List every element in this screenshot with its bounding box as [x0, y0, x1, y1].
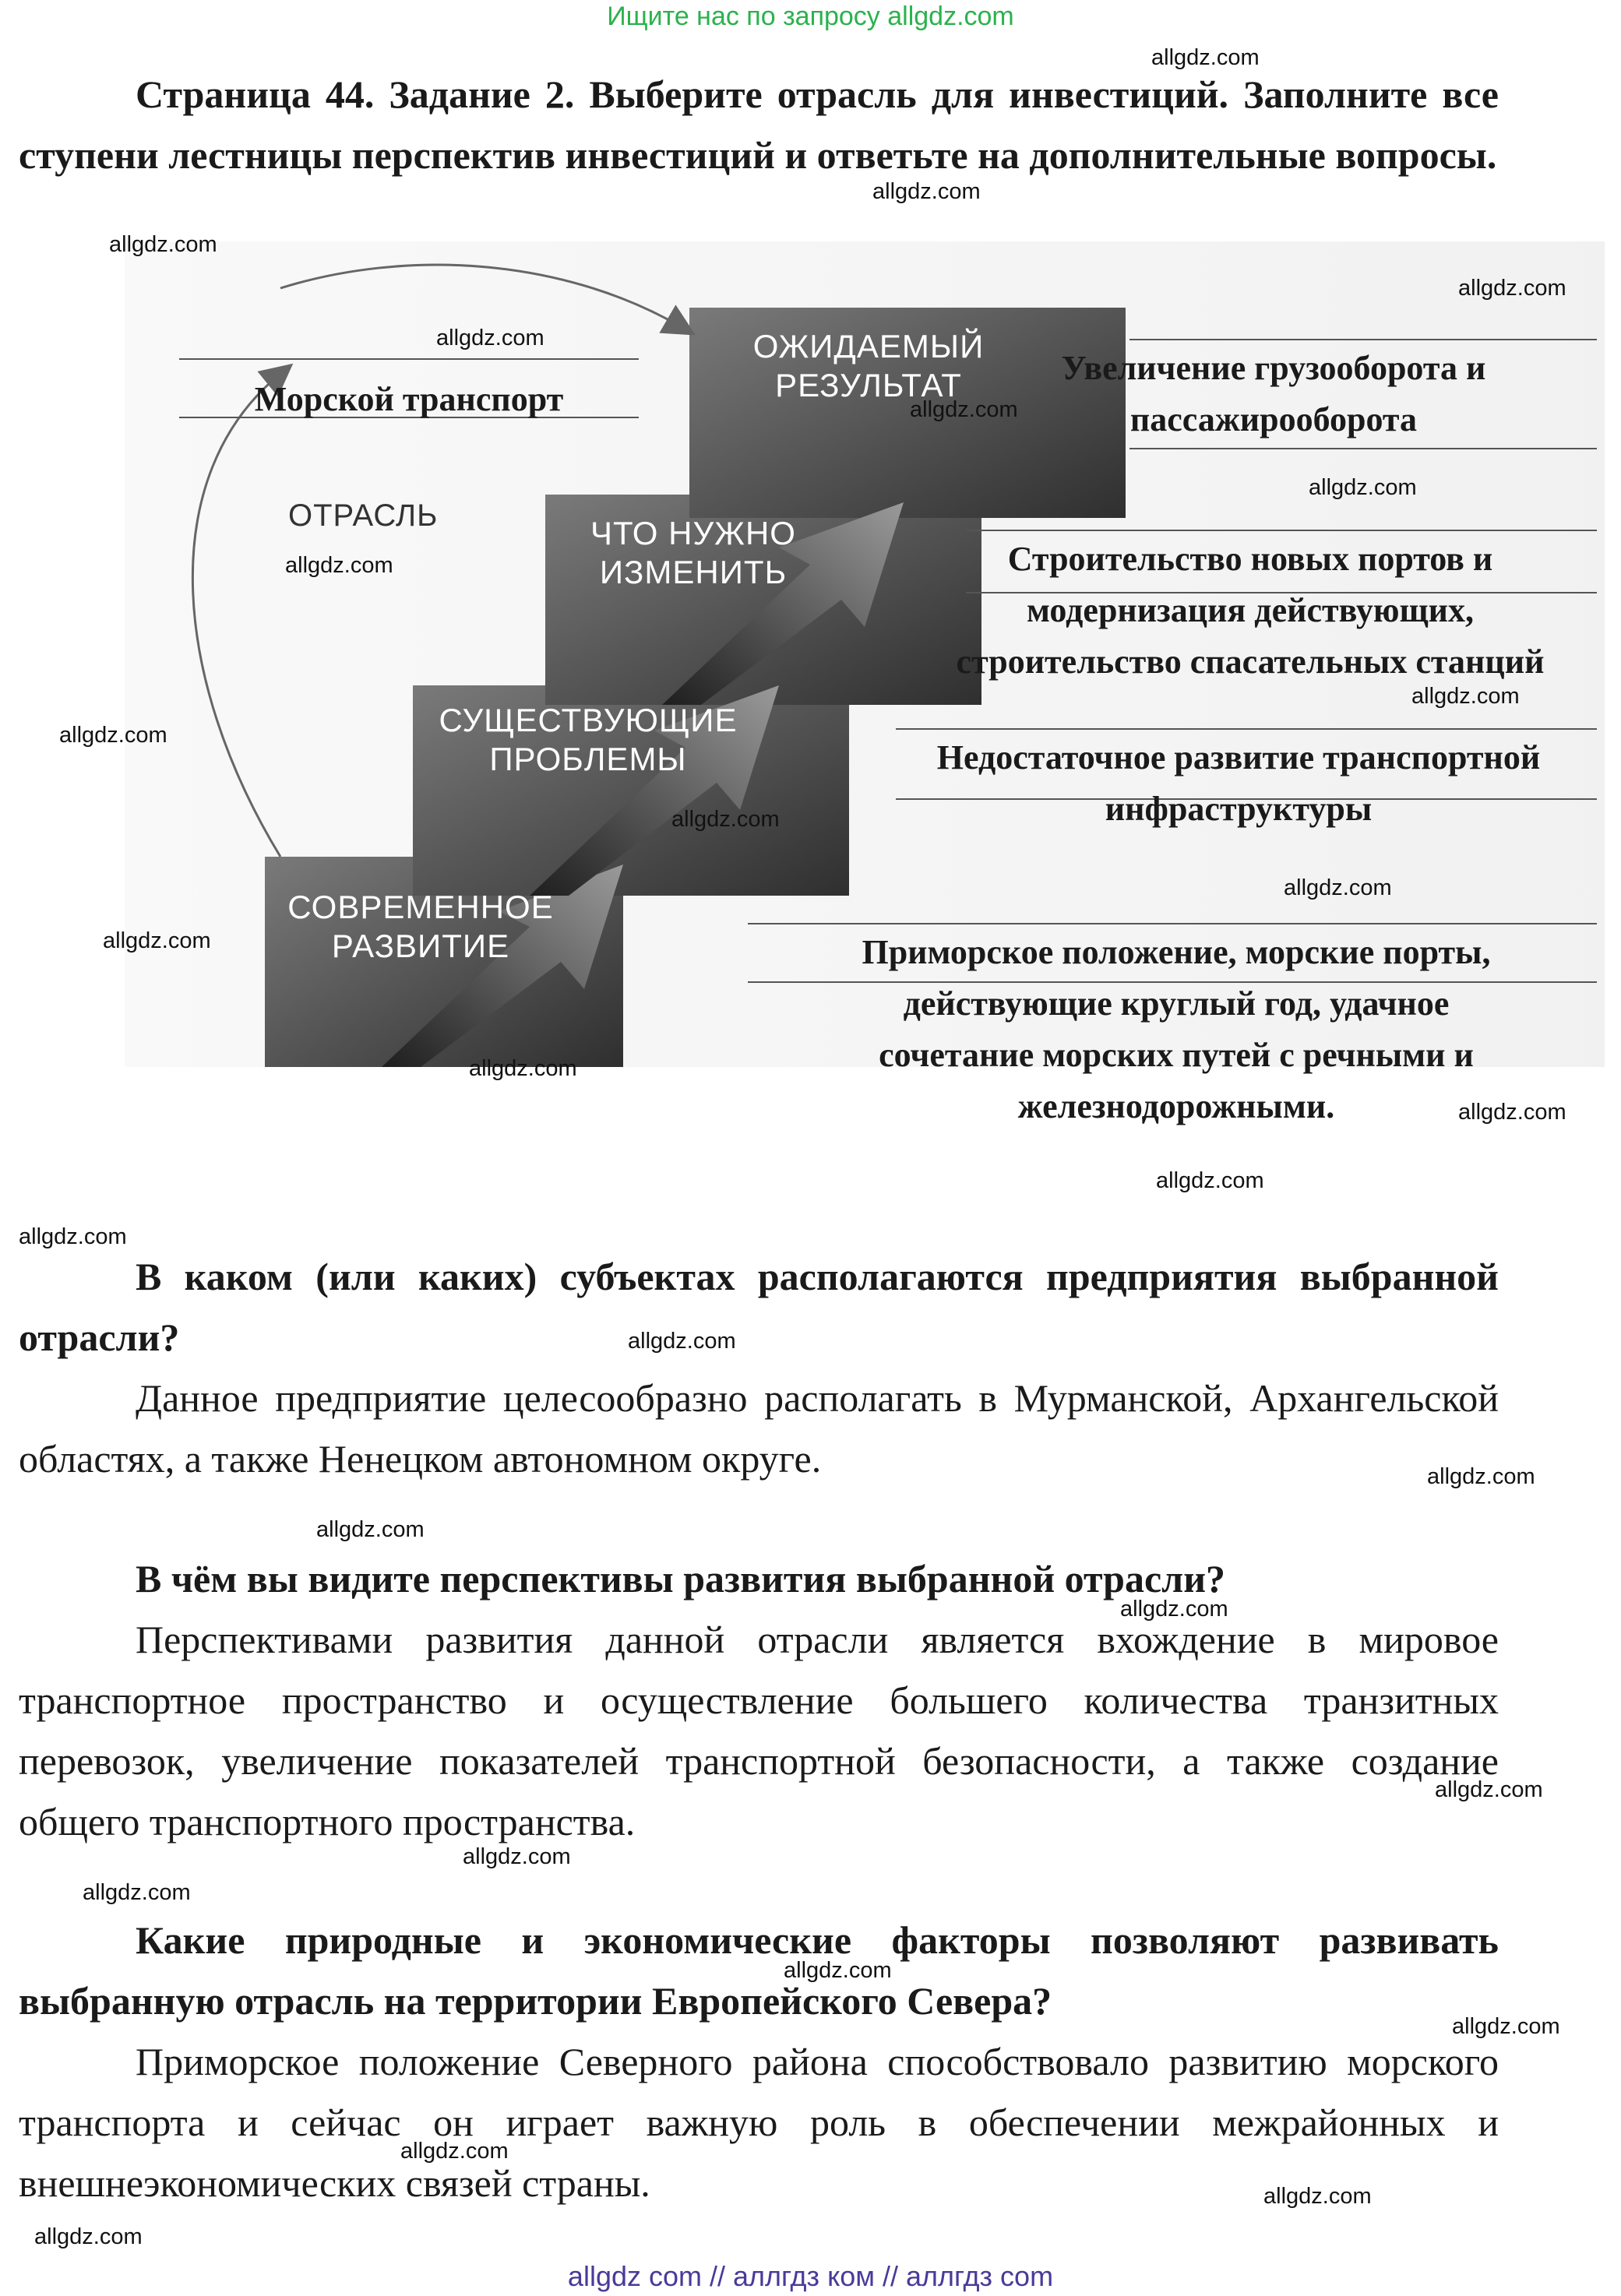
watermark: allgdz.com [109, 232, 217, 257]
watermark: allgdz.com [910, 397, 1018, 422]
step-block-change [545, 495, 981, 705]
step-label-modern: СОВРЕМЕННОЕ РАЗВИТИЕ [287, 889, 554, 964]
arrow-2 [530, 685, 779, 896]
answer-line [1129, 339, 1597, 340]
answer-line [966, 530, 1597, 531]
step-label-change: ЧТО НУЖНО ИЗМЕНИТЬ [590, 515, 796, 590]
watermark: allgdz.com [1411, 684, 1520, 709]
watermark: allgdz.com [1263, 2184, 1372, 2209]
watermark: allgdz.com [59, 723, 167, 748]
watermark: allgdz.com [1151, 45, 1260, 70]
watermark: allgdz.com [1120, 1597, 1228, 1622]
question-3: Какие природные и экономические факторы … [19, 1918, 1499, 2023]
watermark: allgdz.com [1452, 2014, 1560, 2039]
answer-change: Строительство новых портов и модернизаци… [956, 540, 1545, 681]
task-heading: Страница 44. Задание 2. Выберите отрасль… [19, 72, 1499, 177]
answer-modern: Приморское положение, морские порты, дей… [862, 933, 1491, 1125]
answer-line [179, 358, 639, 360]
footer-links[interactable]: allgdz com // аллгдз ком // аллгдз com [567, 2260, 1054, 2292]
answer-line [896, 728, 1597, 730]
question-1: В каком (или каких) субъектах располагаю… [19, 1255, 1499, 1359]
arrow-1 [382, 865, 623, 1067]
step-block-expected [689, 308, 1126, 518]
curved-arrow [192, 363, 294, 857]
watermark: allgdz.com [436, 326, 544, 350]
answer-line [966, 592, 1597, 593]
answer-line [1129, 448, 1597, 449]
watermark: allgdz.com [19, 1224, 127, 1249]
answer-1: Данное предприятие целесообразно распола… [19, 1376, 1499, 1481]
watermark: allgdz.com [1435, 1777, 1543, 1802]
watermark: allgdz.com [400, 2139, 509, 2164]
watermark: allgdz.com [671, 807, 780, 832]
watermark: allgdz.com [1427, 1464, 1535, 1489]
arrow-3 [662, 502, 904, 705]
watermark: allgdz.com [628, 1329, 736, 1354]
curved-arrow-top [280, 263, 696, 336]
watermark: allgdz.com [1284, 875, 1392, 900]
step-label-expected: ОЖИДАЕМЫЙ РЕЗУЛЬТАТ [752, 328, 985, 403]
watermark: allgdz.com [784, 1958, 892, 1983]
watermark: allgdz.com [469, 1056, 577, 1081]
top-banner[interactable]: Ищите нас по запросу allgdz.com [607, 2, 1014, 31]
watermark: allgdz.com [83, 1880, 191, 1905]
answer-3: Приморское положение Северного района сп… [19, 2040, 1499, 2205]
answer-line [179, 417, 639, 418]
answer-line [748, 923, 1597, 924]
watermark: allgdz.com [1156, 1168, 1264, 1193]
watermark: allgdz.com [285, 553, 393, 578]
answer-line [748, 981, 1597, 983]
watermark: allgdz.com [34, 2224, 143, 2249]
watermark: allgdz.com [103, 928, 211, 953]
watermark: allgdz.com [1309, 475, 1417, 500]
answer-2: Перспективами развития данной отрасли яв… [19, 1618, 1499, 1843]
answer-expected: Увеличение грузооборота и пассажирооборо… [1061, 349, 1486, 438]
industry-label: ОТРАСЛЬ [288, 498, 439, 533]
question-2: В чём вы видите перспективы развития выб… [136, 1557, 1225, 1601]
industry-answer: Морской транспорт [254, 380, 564, 418]
watermark: allgdz.com [872, 179, 981, 204]
watermark: allgdz.com [1458, 1100, 1566, 1125]
step-label-problems: СУЩЕСТВУЮЩИЕ ПРОБЛЕМЫ [439, 702, 738, 777]
watermark: allgdz.com [463, 1844, 571, 1869]
ladder-graphic [125, 241, 1605, 1067]
investment-ladder-diagram: ОЖИДАЕМЫЙ РЕЗУЛЬТАТ ЧТО НУЖНО ИЗМЕНИТЬ С… [125, 241, 1605, 1125]
answer-problems: Недостаточное развитие транспортной инфр… [936, 738, 1541, 828]
answer-line [896, 798, 1597, 800]
watermark: allgdz.com [316, 1517, 425, 1542]
step-block-problems [413, 685, 849, 896]
watermark: allgdz.com [1458, 276, 1566, 301]
